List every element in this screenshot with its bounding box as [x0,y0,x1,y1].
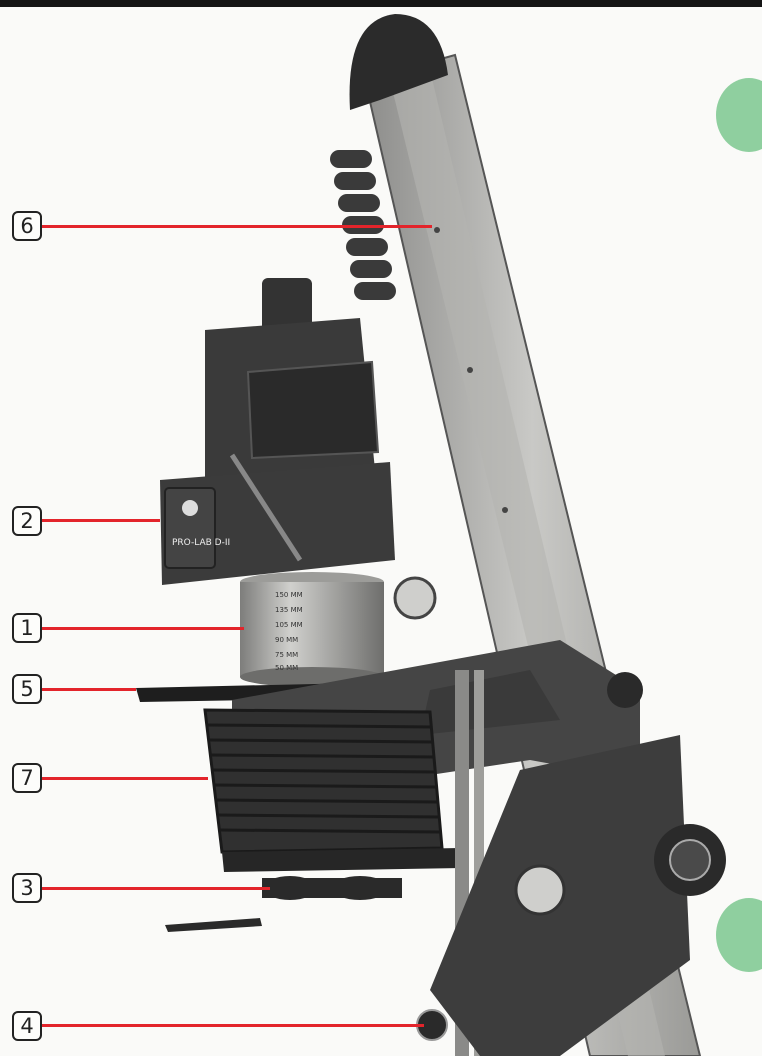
svg-text:150 MM: 150 MM [275,591,303,599]
svg-text:50 MM: 50 MM [275,664,298,672]
svg-text:75 MM: 75 MM [275,651,298,659]
bellows [203,708,444,854]
counterbalance-spring [330,150,396,300]
callout-3: 3 [12,873,42,903]
callout-6: 6 [12,211,42,241]
leader-line-3 [42,887,270,890]
callout-2: 2 [12,506,42,536]
top-border-bar [0,0,762,7]
index-tab-bottom [716,898,762,972]
lamphouse-brand-text: PRO-LAB D-II [172,538,230,548]
lens-cylinder: 150 MM 135 MM 105 MM 90 MM 75 MM 50 MM [240,572,384,687]
svg-text:90 MM: 90 MM [275,636,298,644]
column-top-cap [349,14,448,110]
callout-4: 4 [12,1011,42,1041]
lens-turret [262,876,402,900]
callout-5: 5 [12,674,42,704]
leader-line-4 [42,1024,424,1027]
lens-board [222,848,462,872]
filter-holder [165,918,262,932]
callout-1: 1 [12,613,42,643]
leader-line-7 [42,777,208,780]
leader-line-2 [42,519,160,522]
leader-line-5 [42,688,136,691]
leader-line-6 [42,225,432,228]
index-tab-top [716,78,762,152]
leader-line-1 [42,627,244,630]
svg-text:105 MM: 105 MM [275,621,303,629]
svg-text:135 MM: 135 MM [275,606,303,614]
carriage-plate [416,735,726,1056]
callout-7: 7 [12,763,42,793]
lamphouse: PRO-LAB D-II [160,278,437,620]
